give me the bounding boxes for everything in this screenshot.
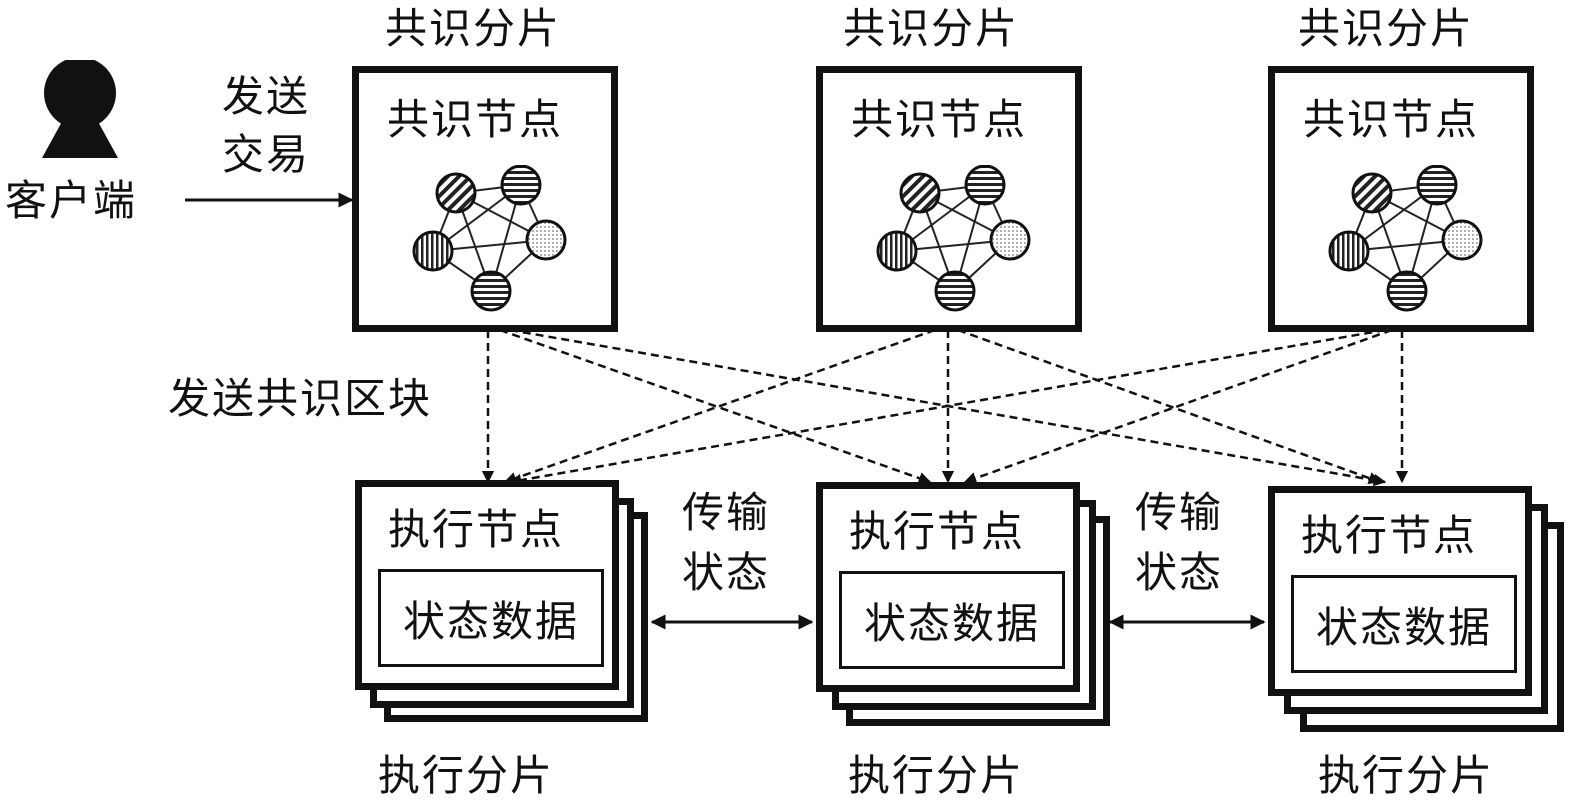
consensus-node-box: 共识节点 <box>352 66 618 332</box>
transfer-state-label-line1: 传输 <box>1135 488 1224 537</box>
network-node <box>1441 219 1483 261</box>
send-consensus-block-label: 发送共识区块 <box>168 374 433 423</box>
network-node <box>1416 165 1458 206</box>
consensus-shard-label: 共识分片 <box>1298 4 1475 53</box>
state-data-box: 状态数据 <box>378 569 604 667</box>
execution-node-label: 执行节点 <box>1301 511 1478 560</box>
execution-shard-label: 执行分片 <box>378 751 555 800</box>
network-node <box>899 172 941 214</box>
execution-shard-label: 执行分片 <box>1318 751 1495 800</box>
consensus-node-label: 共识节点 <box>851 95 1028 144</box>
execution-node-box: 执行节点 状态数据 <box>1268 486 1532 696</box>
network-node <box>1328 230 1370 272</box>
send-transaction-label-line1: 发送 <box>222 72 311 121</box>
network-node <box>989 219 1031 261</box>
network-node <box>435 172 477 214</box>
consensus-node-box: 共识节点 <box>816 66 1082 332</box>
person-silhouette-icon <box>42 60 118 158</box>
network-node <box>934 270 976 312</box>
network-node <box>500 165 542 206</box>
consensus-node-box: 共识节点 <box>1268 66 1534 332</box>
execution-node-label: 执行节点 <box>849 507 1026 556</box>
block-line-c2-e3 <box>957 328 1382 485</box>
consensus-node-label: 共识节点 <box>1303 95 1480 144</box>
execution-shard-label: 执行分片 <box>848 751 1025 800</box>
network-node <box>412 230 454 272</box>
consensus-shard-label: 共识分片 <box>385 4 562 53</box>
client-label: 客户端 <box>5 176 138 225</box>
block-line-c3-e2 <box>963 328 1393 485</box>
node-network-icon <box>1328 165 1483 312</box>
network-node <box>964 165 1006 206</box>
network-node <box>876 230 918 272</box>
network-node <box>470 270 512 312</box>
transfer-state-label-line1: 传输 <box>682 488 771 537</box>
network-node <box>525 219 567 261</box>
send-transaction-label-line2: 交易 <box>222 130 311 179</box>
state-data-box: 状态数据 <box>1291 575 1517 673</box>
network-node <box>1351 172 1393 214</box>
block-line-c1-e2 <box>499 328 932 485</box>
execution-node-box: 执行节点 状态数据 <box>816 482 1080 692</box>
transfer-state-label-line2: 状态 <box>1135 548 1224 597</box>
block-line-c3-e1 <box>508 328 1386 487</box>
network-node <box>1386 270 1428 312</box>
transfer-state-label-line2: 状态 <box>682 548 771 597</box>
consensus-shard-label: 共识分片 <box>843 4 1020 53</box>
block-line-c2-e1 <box>503 328 936 485</box>
node-network-icon <box>876 165 1031 312</box>
node-network-icon <box>412 165 567 312</box>
execution-node-label: 执行节点 <box>388 505 565 554</box>
state-data-box: 状态数据 <box>839 571 1065 669</box>
execution-node-box: 执行节点 状态数据 <box>355 480 619 690</box>
consensus-node-label: 共识节点 <box>387 95 564 144</box>
